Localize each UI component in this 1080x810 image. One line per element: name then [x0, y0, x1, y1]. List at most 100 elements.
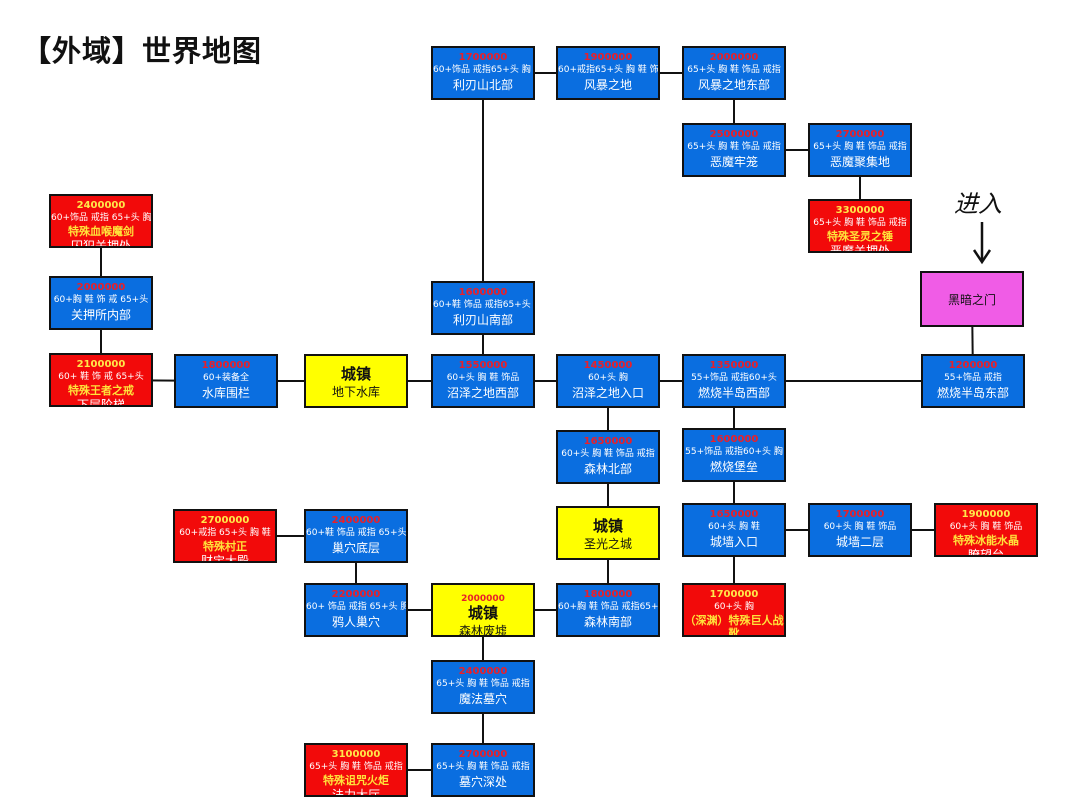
- node-equip: 60+饰品 戒指 65+头 胸: [51, 213, 152, 223]
- node-equip: 60+头 胸: [714, 602, 754, 612]
- map-node-zhaozeru: 1450000 60+头 胸沼泽之地入口: [556, 354, 660, 408]
- node-equip: 65+头 胸 鞋 饰品 戒指: [813, 218, 907, 228]
- node-special: 特殊血喉魔剑: [68, 225, 134, 238]
- node-num: 2200000: [331, 589, 381, 600]
- node-name: 瞭望台: [967, 548, 1004, 557]
- node-name: 城墙入口: [709, 535, 758, 549]
- node-num: 1600000: [458, 287, 508, 298]
- node-num: 2700000: [835, 129, 885, 140]
- node-equip: 60+头 胸 鞋 饰品: [446, 373, 520, 383]
- map-node-litins: 1600000 60+鞋 饰品 戒指65+头 胸利刃山南部: [431, 281, 535, 335]
- node-big: 城镇: [340, 365, 371, 383]
- node-special: 特殊圣灵之锤: [827, 230, 893, 243]
- node-special: 特殊村正: [203, 540, 247, 553]
- node-num: 1900000: [583, 52, 633, 63]
- node-name: 风暴之地东部: [697, 78, 770, 92]
- node-num: 1800000: [583, 589, 633, 600]
- node-equip: 60+鞋 饰品 戒指 65+头 胸: [306, 528, 408, 538]
- node-name: 恶魔聚集地: [829, 155, 890, 169]
- node-name: 财宝大殿: [200, 554, 249, 563]
- node-num: 1350000: [709, 360, 759, 371]
- node-big: 城镇: [467, 604, 498, 622]
- node-num: 1450000: [583, 360, 633, 371]
- node-equip: 60+ 鞋 饰 戒 65+头: [58, 372, 144, 382]
- node-equip: 60+装备全: [203, 373, 249, 383]
- map-node-town_shengguang: 城镇圣光之城: [556, 506, 660, 560]
- enter-annotation: 进入: [954, 190, 1002, 265]
- node-num: 2000000: [461, 594, 505, 604]
- node-name: 巢穴底层: [331, 541, 380, 555]
- map-node-heian: 黑暗之门: [920, 271, 1024, 327]
- node-name: 沼泽之地入口: [571, 386, 644, 400]
- page-title: 【外域】世界地图: [22, 34, 263, 68]
- node-equip: 60+胸 鞋 饰品 戒指65+头: [558, 602, 660, 612]
- node-special: 特殊冰能水晶: [953, 534, 1019, 547]
- map-node-town_dixia: 城镇地下水库: [304, 354, 408, 408]
- node-name: 风暴之地: [583, 78, 632, 92]
- node-special: 特殊诅咒火炬: [323, 774, 389, 787]
- node-equip: 60+胸 鞋 饰 戒 65+头: [53, 295, 149, 305]
- node-num: 2700000: [200, 515, 250, 526]
- map-node-fengbao: 1900000 60+戒指65+头 胸 鞋 饰品风暴之地: [556, 46, 660, 100]
- node-equip: 60+头 胸 鞋 饰品 戒指: [561, 449, 655, 459]
- node-equip: 55+饰品 戒指60+头 胸: [685, 447, 783, 457]
- node-name: 恶魔关押处: [829, 244, 890, 253]
- node-equip: 60+鞋 饰品 戒指65+头 胸: [433, 300, 535, 310]
- node-name: 森林北部: [583, 462, 632, 476]
- node-equip: 60+戒指65+头 胸 鞋 饰品: [558, 65, 660, 75]
- node-num: 1650000: [583, 436, 633, 447]
- node-name: 水库围栏: [201, 386, 250, 400]
- node-big: 城镇: [592, 517, 623, 535]
- node-num: 3300000: [835, 205, 885, 216]
- node-equip: 65+头 胸 鞋 饰品 戒指: [687, 65, 781, 75]
- node-num: 2100000: [76, 359, 126, 370]
- node-equip: 60+头 胸 鞋 饰品: [949, 522, 1023, 532]
- node-equip: 60+ 饰品 戒指 65+头 胸 鞋: [306, 602, 406, 612]
- node-num: 1650000: [709, 509, 759, 520]
- node-name: 墓穴深处: [458, 775, 507, 789]
- node-name: 燃烧半岛东部: [936, 386, 1009, 400]
- node-name: 沼泽之地西部: [446, 386, 519, 400]
- node-num: 1800000: [201, 360, 251, 371]
- node-num: 2400000: [331, 515, 381, 526]
- node-equip: 65+头 胸 鞋 饰品 戒指: [436, 679, 530, 689]
- node-name: 燃烧堡垒: [709, 460, 758, 474]
- map-node-zhaozexi: 1550000 60+头 胸 鞋 饰品沼泽之地西部: [431, 354, 535, 408]
- node-name: 利刃山南部: [452, 313, 513, 327]
- node-name: 森林废墟: [458, 624, 507, 637]
- node-equip: 65+头 胸 鞋 饰品 戒指: [687, 142, 781, 152]
- node-num: 1700000: [709, 589, 759, 600]
- node-name: 地下水库: [331, 385, 380, 399]
- node-num: 2000000: [76, 282, 126, 293]
- node-name: 圣光之城: [583, 537, 632, 551]
- node-num: 2400000: [458, 666, 508, 677]
- node-equip: 55+饰品 戒指60+头: [691, 373, 777, 383]
- map-node-shuiku: 1800000 60+装备全水库围栏: [174, 354, 278, 408]
- node-name: 鸦人巢穴: [331, 615, 380, 629]
- map-node-senbei: 1650000 60+头 胸 鞋 饰品 戒指森林北部: [556, 430, 660, 484]
- node-equip: 60+头 胸: [588, 373, 628, 383]
- node-num: 1550000: [458, 360, 508, 371]
- node-equip: 60+头 胸 鞋 饰品: [823, 522, 897, 532]
- map-node-chaodi: 2400000 60+鞋 饰品 戒指 65+头 胸巢穴底层: [304, 509, 408, 563]
- node-name: 下层阶梯: [76, 398, 125, 407]
- node-special: （深渊）特殊巨人战靴: [684, 614, 784, 637]
- node-name: 城墙二层: [835, 535, 884, 549]
- node-equip: 55+饰品 戒指: [944, 373, 1002, 383]
- node-equip: 65+头 胸 鞋 饰品 戒指: [309, 762, 403, 772]
- node-num: 1700000: [458, 52, 508, 63]
